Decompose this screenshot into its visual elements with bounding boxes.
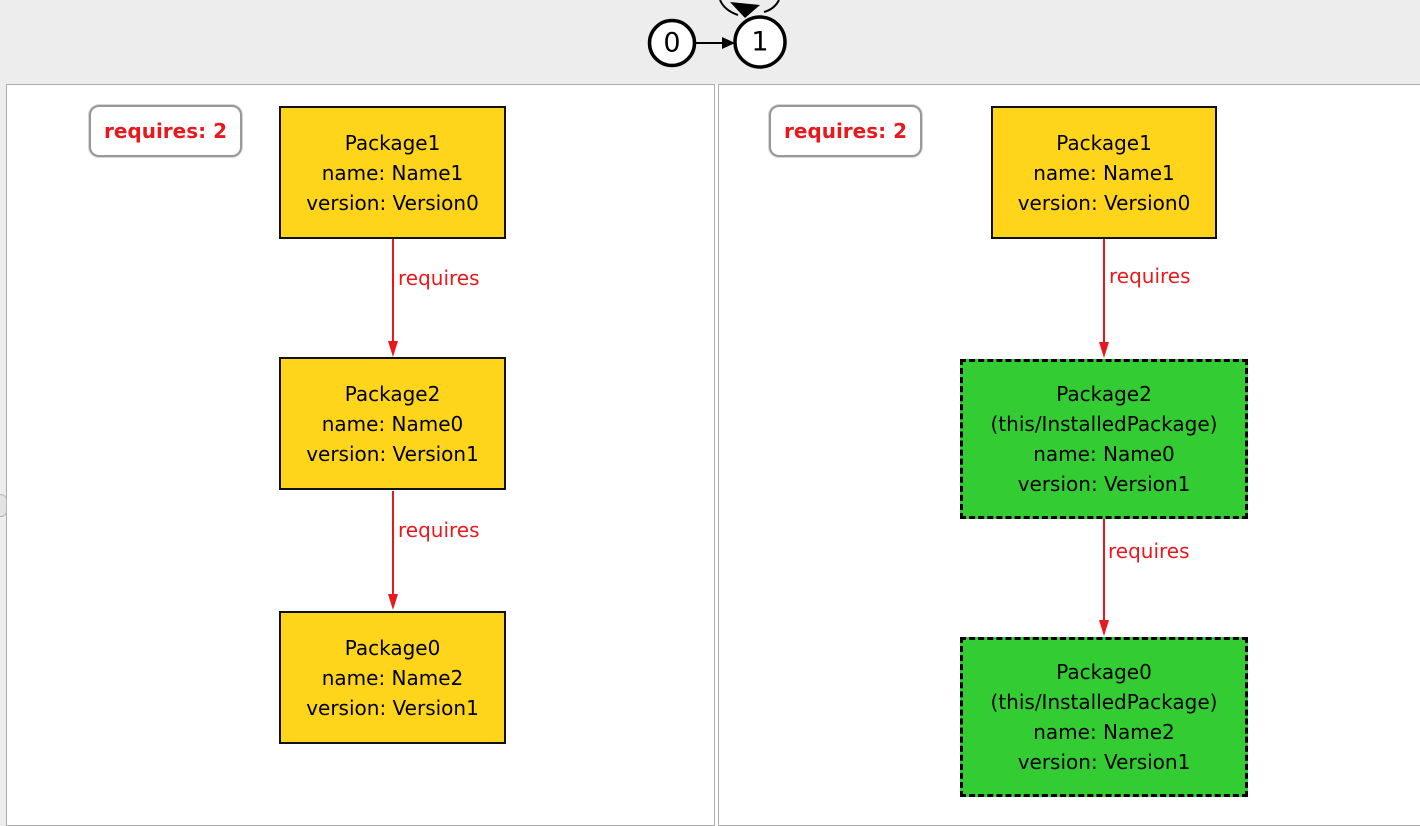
requires-edge-label: requires xyxy=(398,518,480,542)
node-attr: name: Name1 xyxy=(321,160,464,185)
trace-state-0-label: 0 xyxy=(663,28,680,59)
node-attr: version: Version1 xyxy=(1017,750,1191,774)
splitter-handle[interactable] xyxy=(0,494,7,517)
node-attr: version: Version1 xyxy=(306,441,479,466)
graph-panel-state-1: requires: 2 Package1 name: Name1 version… xyxy=(718,84,1420,826)
requires-edge xyxy=(1099,239,1109,358)
requires-edge-label: requires xyxy=(1109,264,1191,288)
requires-edge-label: requires xyxy=(398,266,480,290)
edge-count-badge: requires: 2 xyxy=(769,105,922,157)
trace-self-loop-arrow xyxy=(719,0,780,18)
edge-count-badge-label: requires: 2 xyxy=(783,119,908,143)
node-title: Package1 xyxy=(1056,130,1152,155)
node-title: Package2 xyxy=(1056,382,1152,406)
trace-state-1-node[interactable]: 1 xyxy=(733,15,787,69)
node-attr: version: Version1 xyxy=(1017,472,1191,496)
node-attr: version: Version0 xyxy=(306,190,479,215)
edge-count-badge-label: requires: 2 xyxy=(103,119,228,143)
trace-bar: 0 1 xyxy=(0,0,1420,84)
edge-count-badge: requires: 2 xyxy=(89,105,242,157)
node-attr: name: Name2 xyxy=(321,665,464,690)
package2-node[interactable]: Package2 name: Name0 version: Version1 xyxy=(279,357,506,490)
requires-edge-label: requires xyxy=(1108,539,1190,563)
package1-node[interactable]: Package1 name: Name1 version: Version0 xyxy=(991,106,1217,239)
node-title: Package1 xyxy=(344,130,441,155)
node-attr: name: Name0 xyxy=(321,411,464,436)
node-title: Package2 xyxy=(344,381,441,406)
node-title: Package0 xyxy=(344,635,441,660)
requires-edge xyxy=(388,491,398,610)
requires-edge xyxy=(1099,519,1109,636)
package1-node[interactable]: Package1 name: Name1 version: Version0 xyxy=(279,106,506,239)
package0-node[interactable]: Package0 name: Name2 version: Version1 xyxy=(279,611,506,744)
node-attr: name: Name1 xyxy=(1033,160,1175,185)
node-attr: name: Name2 xyxy=(1033,720,1175,744)
node-attr: version: Version1 xyxy=(306,695,479,720)
node-attr: version: Version0 xyxy=(1017,190,1191,215)
node-type: (this/InstalledPackage) xyxy=(990,412,1218,436)
trace-transition-arrow xyxy=(695,37,735,49)
node-title: Package0 xyxy=(1056,660,1152,684)
requires-edge xyxy=(388,239,398,357)
node-type: (this/InstalledPackage) xyxy=(990,690,1218,714)
trace-state-0-node[interactable]: 0 xyxy=(647,18,697,68)
trace-graph: 0 1 xyxy=(647,0,787,69)
graph-panels: requires: 2 Package1 name: Name1 version… xyxy=(6,84,1420,826)
graph-panel-state-0: requires: 2 Package1 name: Name1 version… xyxy=(6,84,715,826)
trace-state-1-label: 1 xyxy=(751,27,768,58)
package0-installed-node[interactable]: Package0 (this/InstalledPackage) name: N… xyxy=(960,637,1248,797)
node-attr: name: Name0 xyxy=(1033,442,1175,466)
package2-installed-node[interactable]: Package2 (this/InstalledPackage) name: N… xyxy=(960,359,1248,519)
